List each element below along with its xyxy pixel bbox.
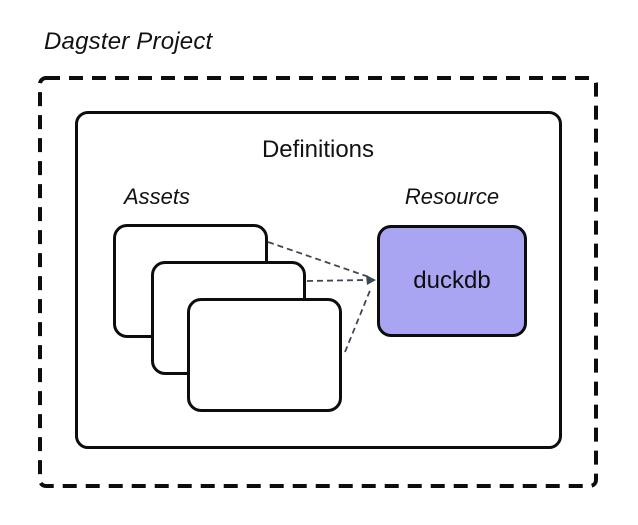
- resource-label: Resource: [404, 184, 500, 209]
- assets-label: Assets: [124, 184, 191, 209]
- resource-box-label: duckdb: [413, 267, 491, 294]
- resource-box: duckdb: [377, 225, 527, 337]
- asset-card: [187, 298, 342, 412]
- definitions-label: Definitions: [261, 136, 375, 163]
- diagram-title: Dagster Project: [44, 28, 213, 55]
